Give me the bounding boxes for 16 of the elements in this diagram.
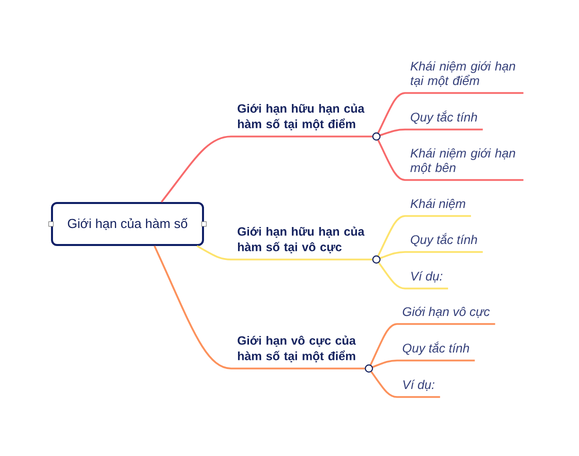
subtopic-label: Quy tắc tính <box>405 110 483 130</box>
subtopic-label: Quy tắc tính <box>397 342 475 362</box>
branch-line <box>196 245 232 260</box>
subtopic-label: Quy tắc tính <box>405 233 483 253</box>
subtopic-label: Khái niệm <box>405 198 471 217</box>
topic-label: Giới hạn hữu hạn của hàm số tại vô cực <box>231 226 372 260</box>
topic-label: Giới hạn vô cực của hàm số tại một điểm <box>231 336 365 370</box>
subtopic-label: Khái niệm giới hạn một bên <box>405 148 524 181</box>
topic-box: Giới hạn của hàm số <box>51 202 204 246</box>
subtopic-label: Ví dụ: <box>405 271 448 290</box>
subtopic-label: Ví dụ: <box>397 380 440 398</box>
subtopic-label: Giới hạn vô cực <box>397 306 496 325</box>
branch-line <box>160 136 232 203</box>
subtopic-label: Khái niệm giới hạn tại một điểm <box>405 61 524 94</box>
branch-line <box>154 246 232 370</box>
topic-label: Giới hạn hữu hạn của hàm số tại một điểm <box>231 104 372 138</box>
